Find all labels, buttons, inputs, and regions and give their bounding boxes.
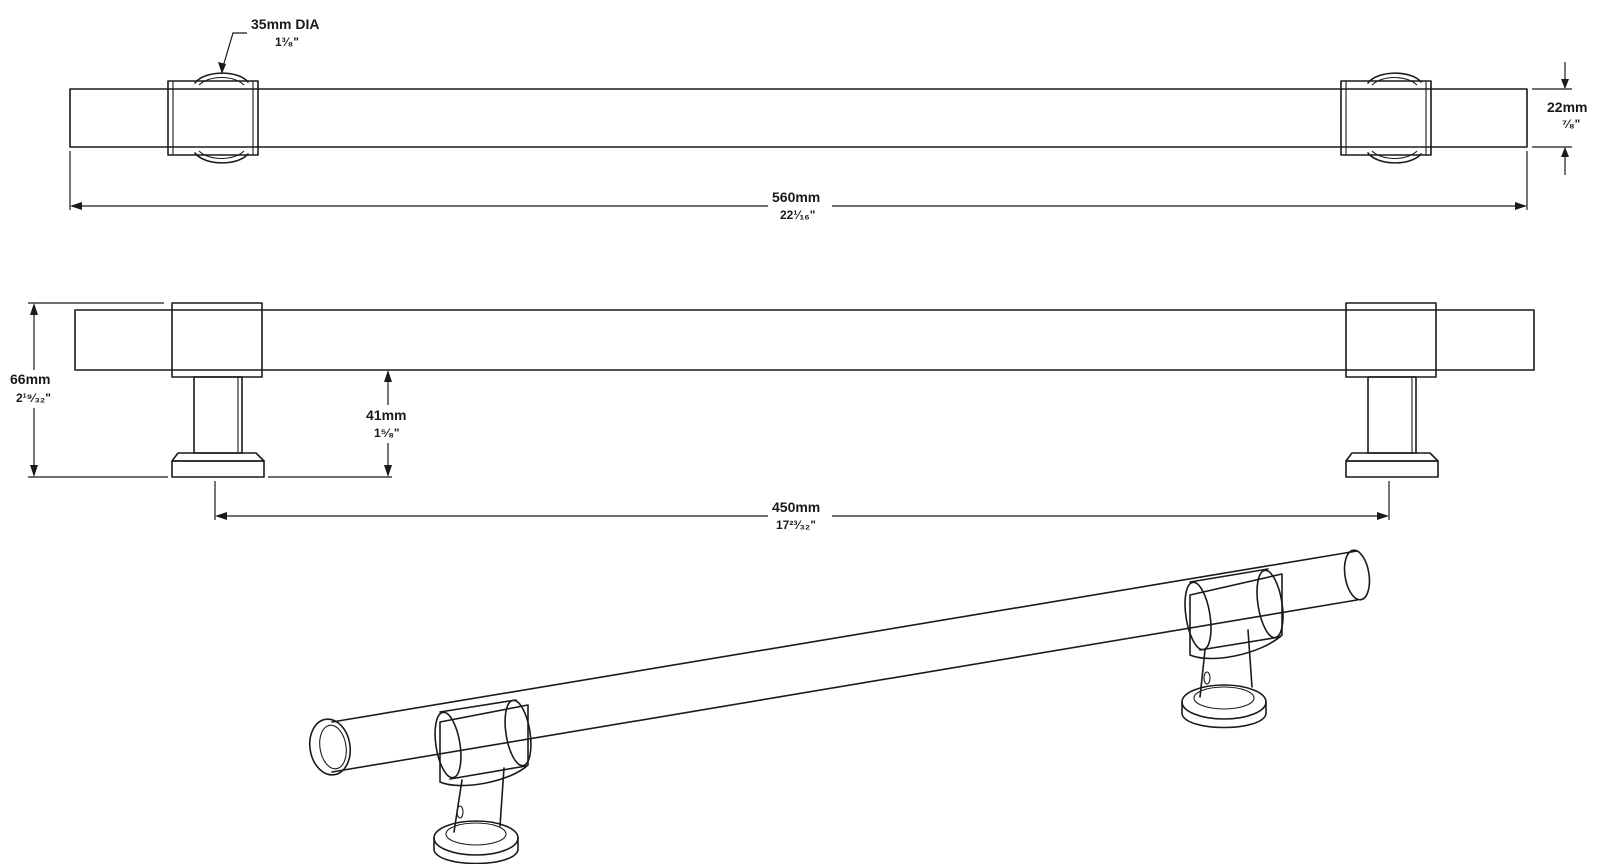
iso-left-post	[433, 699, 532, 864]
length-dimension: 560mm 22¹⁄₁₆"	[69, 151, 1528, 226]
dia-leader: 35mm DIA 1³⁄₈"	[218, 16, 319, 74]
top-bar	[69, 88, 1528, 148]
height-label: 66mm	[10, 371, 50, 387]
side-view: 66mm 2¹⁹⁄₃₂" 41mm 1⁵⁄₈" 450mm 17²³⁄₃₂"	[8, 302, 1535, 535]
projection-label: 41mm	[366, 407, 406, 423]
length-inch: 22¹⁄₁₆"	[780, 208, 815, 222]
side-right-post	[1345, 302, 1439, 478]
center-label: 450mm	[772, 499, 820, 515]
dia-inch: 1³⁄₈"	[275, 35, 299, 49]
side-left-post	[171, 302, 265, 478]
side-bar	[74, 309, 1535, 371]
center-dimension: 450mm 17²³⁄₃₂"	[214, 481, 1390, 535]
top-view: 35mm DIA 1³⁄₈" 22mm ⁷⁄₈" 560mm 22¹⁄₁₆"	[69, 16, 1587, 226]
center-inch: 17²³⁄₃₂"	[776, 518, 816, 532]
isometric-view	[308, 549, 1371, 864]
height-inch: 2¹⁹⁄₃₂"	[16, 391, 51, 405]
projection-inch: 1⁵⁄₈"	[374, 426, 400, 440]
top-left-post	[167, 72, 259, 164]
thickness-dimension: 22mm ⁷⁄₈"	[1532, 62, 1587, 175]
iso-right-post	[1181, 568, 1284, 729]
projection-dimension: 41mm 1⁵⁄₈"	[268, 370, 414, 478]
height-dimension: 66mm 2¹⁹⁄₃₂"	[8, 302, 168, 478]
thickness-label: 22mm	[1547, 99, 1587, 115]
thickness-inch: ⁷⁄₈"	[1562, 117, 1580, 131]
dia-label: 35mm DIA	[251, 16, 319, 32]
top-right-post	[1340, 72, 1432, 164]
length-label: 560mm	[772, 189, 820, 205]
